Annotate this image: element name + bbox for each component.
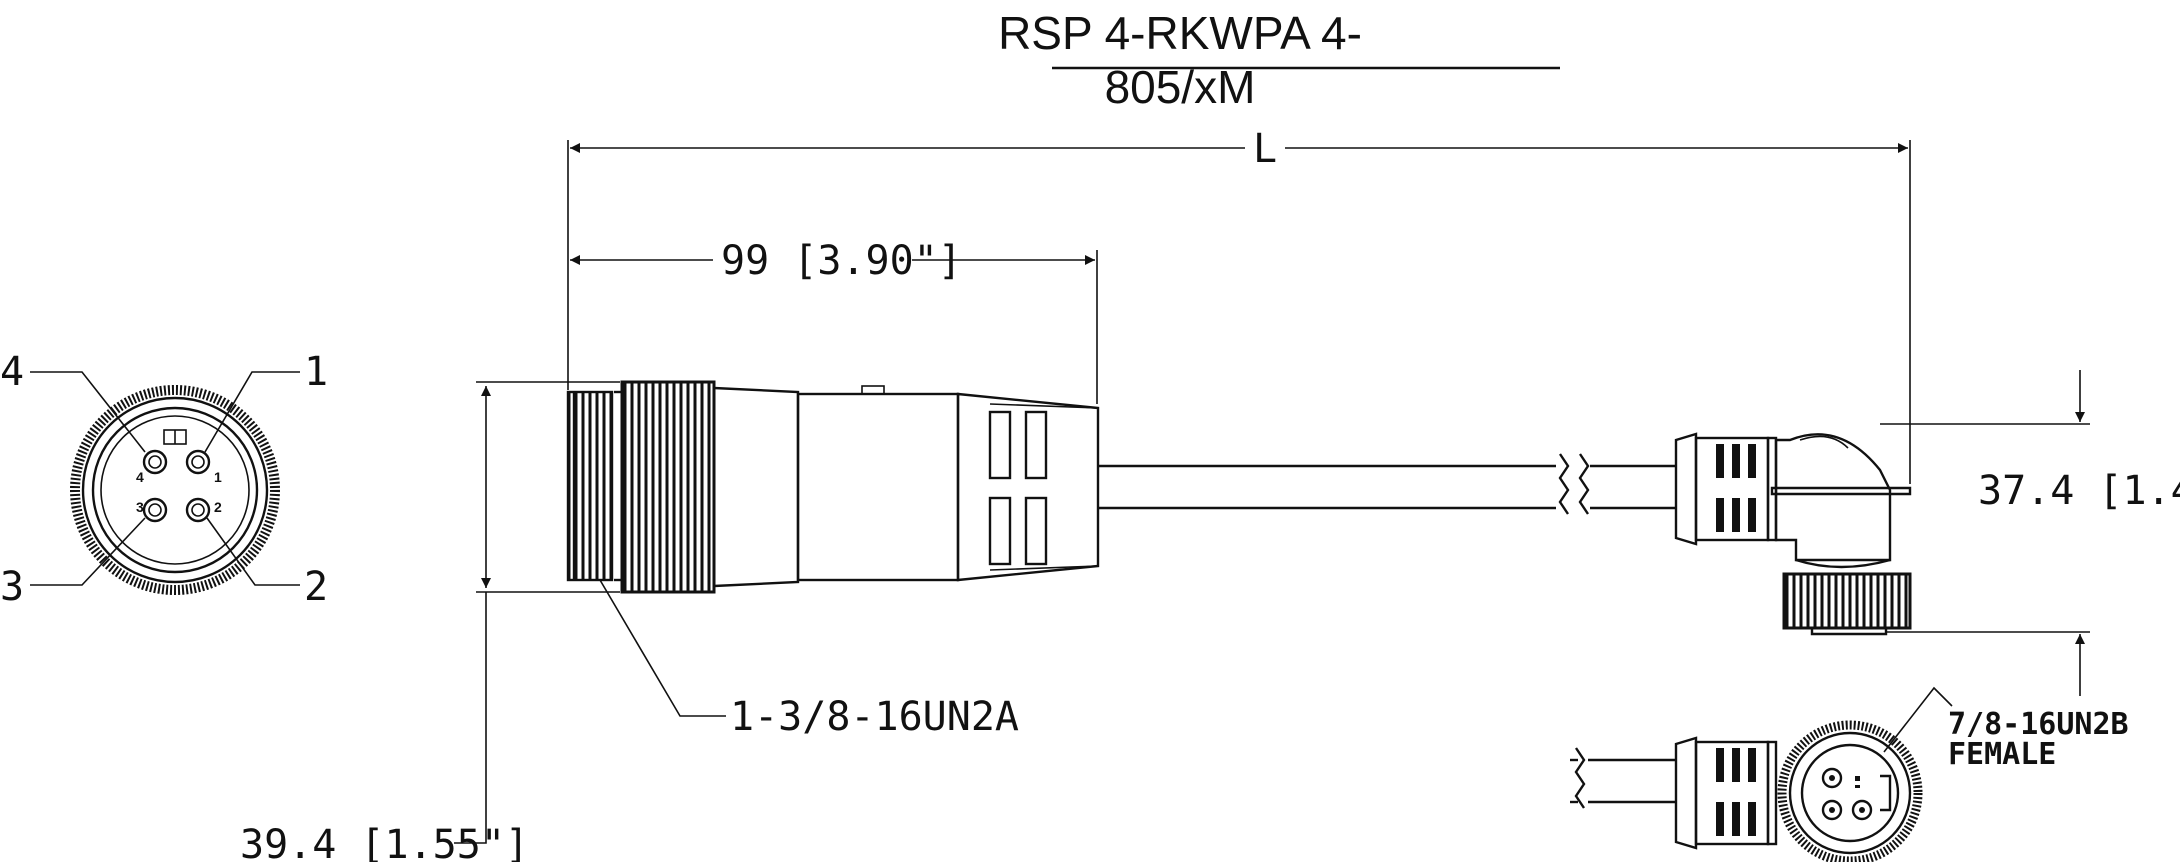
female-thread-callout-line1: 7/8-16UN2B [1948, 707, 2129, 742]
pin-label-1: 1 [304, 349, 328, 395]
male-connector [566, 380, 1100, 594]
dimension-39-4-label: 39.4 [1.55"] [240, 822, 529, 862]
face-pin-1: 1 [214, 469, 222, 485]
dimension-L [567, 140, 1911, 484]
female-face-view [1570, 720, 1923, 862]
dimension-99-label: 99 [3.90"] [721, 238, 962, 284]
face-pin-4: 4 [136, 469, 144, 485]
dimension-39-4 [454, 381, 620, 844]
pin-label-4: 4 [0, 349, 24, 395]
dimension-L-label: L [1253, 126, 1277, 172]
pin-leaders [30, 371, 300, 586]
pin-label-3: 3 [0, 564, 24, 610]
dimension-99 [570, 250, 1098, 404]
female-right-angle-connector [1674, 432, 1912, 636]
cable [1098, 453, 1676, 515]
female-thread-leader [1883, 686, 1953, 753]
dimension-37-4 [1880, 370, 2090, 696]
pin-label-2: 2 [304, 564, 328, 610]
male-thread-callout: 1-3/8-16UN2A [730, 694, 1019, 740]
dimension-37-4-label: 37.4 [1.47"] [1978, 468, 2180, 514]
face-pin-2: 2 [214, 499, 222, 515]
female-thread-callout-line2: FEMALE [1948, 737, 2056, 772]
drawing-title: RSP 4-RKWPA 4-805/xM [998, 7, 1362, 113]
face-pin-3: 3 [136, 499, 144, 515]
male-thread-leader [599, 579, 726, 717]
